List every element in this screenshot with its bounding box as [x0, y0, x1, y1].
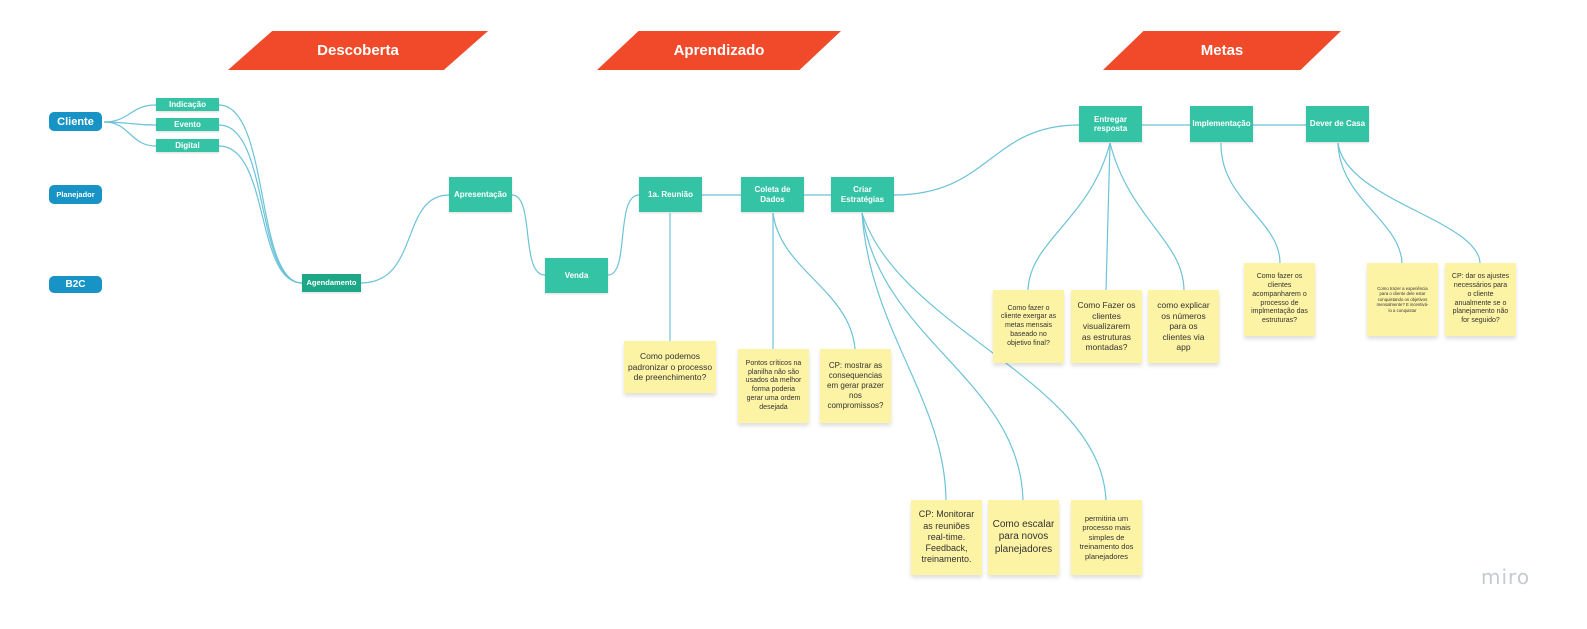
connector: [893, 124, 1080, 196]
step-venda[interactable]: Venda: [545, 258, 608, 293]
connector: [861, 212, 1107, 501]
sticky-note[interactable]: CP: dar os ajustes necessários para o cl…: [1445, 263, 1516, 336]
sticky-note[interactable]: Como fazer os clientes acompanharem o pr…: [1244, 263, 1315, 336]
channel-digital[interactable]: Digital: [156, 139, 219, 152]
sticky-note[interactable]: Como fazer o cliente exergar as metas me…: [993, 290, 1064, 363]
phase-banner-metas[interactable]: Metas: [1103, 31, 1341, 70]
connector: [1109, 142, 1185, 291]
connector: [218, 124, 303, 284]
step-agendamento[interactable]: Agendamento: [302, 274, 361, 292]
sticky-note[interactable]: como explicar os números para os cliente…: [1148, 290, 1219, 363]
sticky-note[interactable]: Como Fazer os clientes visualizarem as e…: [1071, 290, 1142, 363]
banner-shape: [1103, 31, 1341, 70]
connector: [360, 194, 450, 284]
step-apresentacao[interactable]: Apresentação: [449, 177, 512, 212]
step-coleta-de-dados[interactable]: Coleta de Dados: [741, 177, 804, 212]
sticky-note[interactable]: Como podemos padronizar o processo de pr…: [624, 341, 716, 393]
connector: [1220, 142, 1281, 264]
connector: [511, 194, 546, 276]
step-criar-estrategias[interactable]: Criar Estratégias: [831, 177, 894, 212]
channel-evento[interactable]: Evento: [156, 118, 219, 131]
phase-label: Metas: [1200, 42, 1244, 59]
step-dever-de-casa[interactable]: Dever de Casa: [1306, 106, 1369, 142]
connector: [218, 145, 303, 284]
phase-banner-descoberta[interactable]: Descoberta: [228, 31, 488, 70]
sticky-note[interactable]: Como trazer a experiência para o cliente…: [1367, 263, 1438, 336]
actor-cliente[interactable]: Cliente: [49, 112, 102, 131]
connector: [1105, 142, 1111, 291]
connector: [1027, 142, 1111, 291]
phase-banner-aprendizado[interactable]: Aprendizado: [597, 31, 841, 70]
sticky-note[interactable]: CP: mostrar as consequencias em gerar pr…: [820, 349, 891, 423]
connector: [861, 212, 1024, 501]
connector: [1337, 142, 1403, 264]
channel-indicacao[interactable]: Indicação: [156, 98, 219, 111]
step-entregar-resposta[interactable]: Entregar resposta: [1079, 106, 1142, 142]
phase-label: Aprendizado: [673, 42, 765, 59]
connector: [861, 212, 947, 501]
sticky-note[interactable]: permitiria um processo mais simples de t…: [1071, 500, 1142, 575]
sticky-note[interactable]: Como escalar para novos planejadores: [988, 500, 1059, 575]
sticky-note[interactable]: Pontos críticos na planilha não são usad…: [738, 349, 809, 423]
actor-b2c[interactable]: B2C: [49, 276, 102, 293]
step-primeira-reuniao[interactable]: 1a. Reunião: [639, 177, 702, 212]
step-implementacao[interactable]: Implementação: [1190, 106, 1253, 142]
connector: [103, 121, 157, 147]
banner-shape: [228, 31, 488, 70]
phase-label: Descoberta: [317, 42, 399, 59]
connector: [1337, 142, 1481, 264]
connector: [218, 104, 303, 284]
connector: [607, 194, 640, 276]
connector: [772, 212, 856, 350]
sticky-note[interactable]: CP: Monitorar as reuniões real-time. Fee…: [911, 500, 982, 575]
connector: [103, 104, 157, 123]
actor-planejador[interactable]: Planejador: [49, 185, 102, 204]
miro-logo: miro: [1481, 565, 1531, 589]
banner-shape: [597, 31, 841, 70]
